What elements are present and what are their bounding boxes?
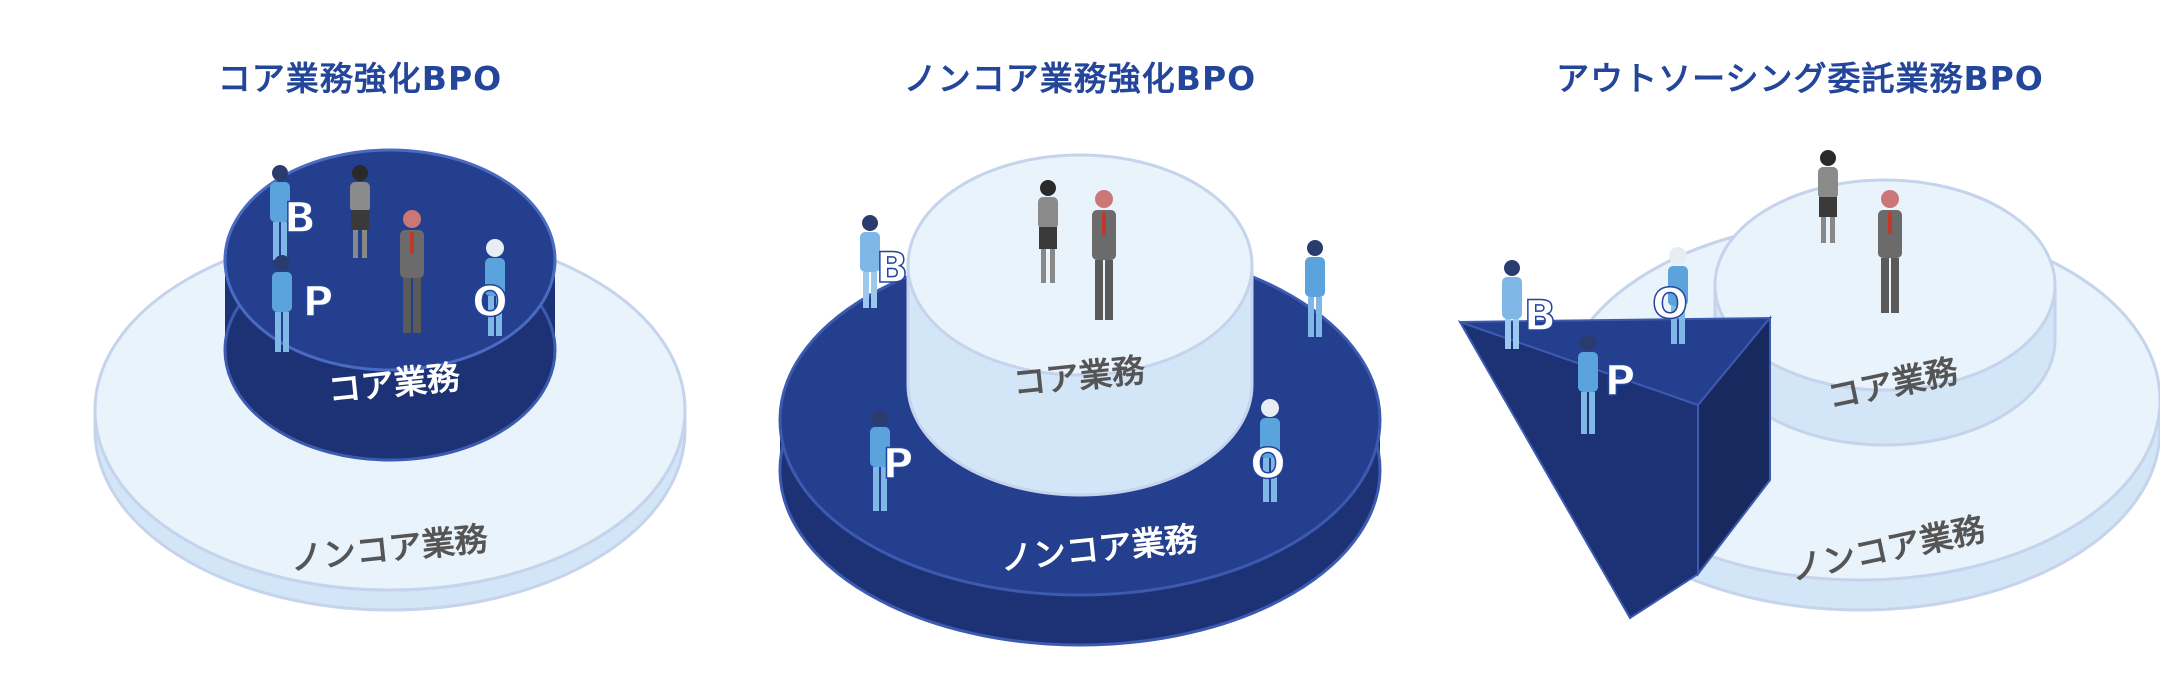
businessman-figure-icon xyxy=(1878,190,1902,313)
businessman-figure-icon xyxy=(1092,190,1116,320)
businesswoman-figure-icon xyxy=(1038,180,1058,283)
panel-core-bpo: コア業務強化BPO コア業務 ノンコア業務 xyxy=(0,0,720,700)
panel-title: ノンコア業務強化BPO xyxy=(903,59,1257,98)
worker-figure-icon xyxy=(870,410,890,511)
panel-title: コア業務強化BPO xyxy=(217,59,503,98)
worker-figure-icon xyxy=(1502,260,1522,349)
outsourcing-bpo-diagram: コア業務 ノンコア業務 xyxy=(1457,150,2160,620)
worker-figure-icon xyxy=(860,215,880,308)
helmet-worker-figure-icon xyxy=(1668,247,1688,344)
businesswoman-figure-icon xyxy=(350,165,370,258)
bpo-letter-b: B xyxy=(1524,291,1556,340)
worker-figure-icon xyxy=(270,165,290,260)
bpo-letter-p: P xyxy=(883,439,914,488)
bpo-letter-p: P xyxy=(303,277,334,326)
businesswoman-figure-icon xyxy=(1818,150,1838,243)
outsourced-wedge xyxy=(1457,315,1773,620)
panel-outsourcing-bpo: アウトソーシング委託業務BPO コア業務 ノンコア業務 xyxy=(1440,0,2160,700)
inner-cylinder-core xyxy=(223,148,557,462)
businessman-figure-icon xyxy=(400,210,424,333)
bpo-letter-b: B xyxy=(876,243,908,292)
helmet-worker-figure-icon xyxy=(485,239,505,336)
inner-cylinder-core xyxy=(906,153,1254,497)
bpo-letter-p: P xyxy=(1605,356,1636,405)
bpo-letter-o: O xyxy=(472,277,508,326)
bpo-letter-o: O xyxy=(1250,439,1286,488)
worker-figure-icon xyxy=(1305,240,1325,337)
bpo-letter-o: O xyxy=(1652,279,1688,328)
bpo-letter-b: B xyxy=(284,193,316,242)
noncore-bpo-diagram: コア業務 ノンコア業務 xyxy=(778,153,1382,647)
worker-figure-icon xyxy=(272,255,292,352)
panel-noncore-bpo: ノンコア業務強化BPO コア業務 ノンコア業務 xyxy=(720,0,1440,700)
helmet-worker-figure-icon xyxy=(1260,399,1280,502)
panel-title: アウトソーシング委託業務BPO xyxy=(1556,59,2044,98)
worker-figure-icon xyxy=(1578,335,1598,434)
core-bpo-diagram: コア業務 ノンコア業務 xyxy=(93,148,687,612)
